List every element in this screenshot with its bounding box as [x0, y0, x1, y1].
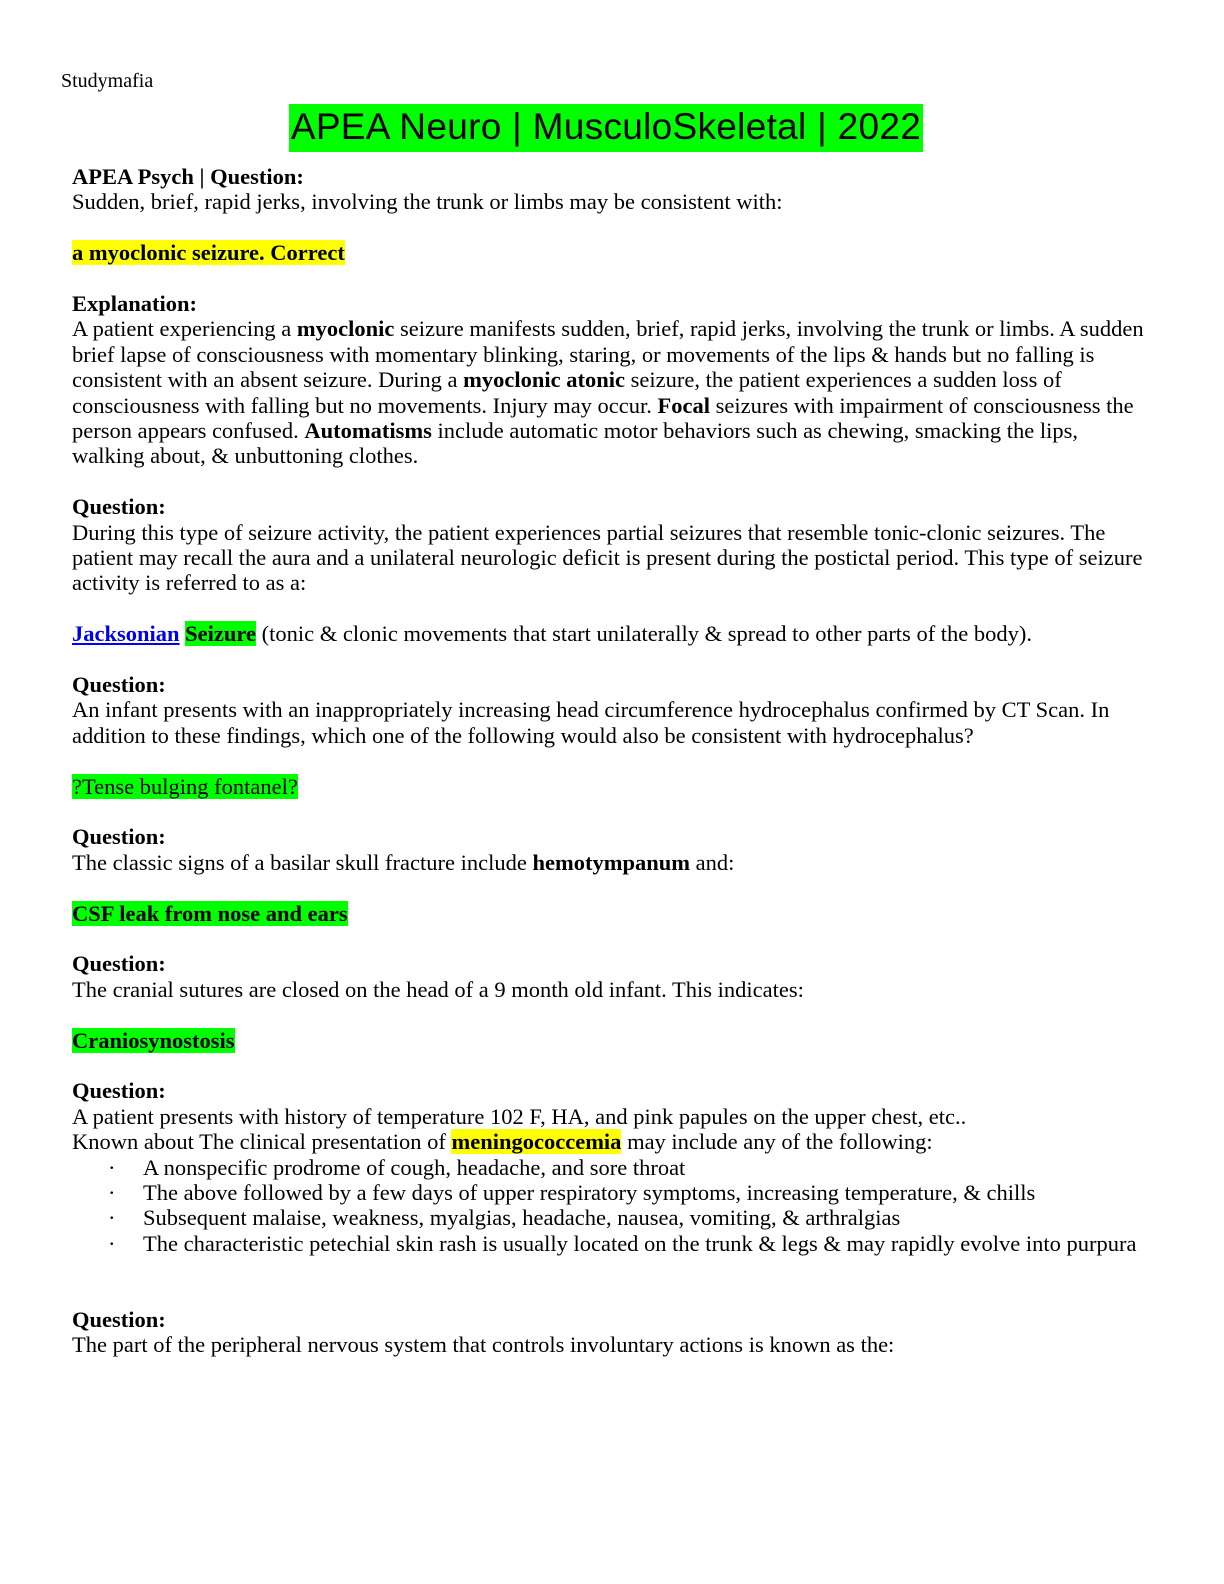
bold-text: Question: [72, 672, 166, 698]
document-title: APEA Neuro | MusculoSkeletal | 2022 [288, 104, 924, 152]
content-block: Question:An infant presents with an inap… [72, 672, 1150, 748]
paragraph: CSF leak from nose and ears [72, 900, 1150, 926]
text-run: Sudden, brief, rapid jerks, involving th… [72, 189, 783, 215]
list-item: The characteristic petechial skin rash i… [72, 1231, 1150, 1257]
highlighted-answer: Craniosynostosis [72, 1027, 235, 1053]
text-run: A patient presents with history of tempe… [72, 1103, 967, 1129]
title-container: APEA Neuro | MusculoSkeletal | 2022 [0, 104, 1212, 152]
list-item: A nonspecific prodrome of cough, headach… [72, 1155, 1150, 1181]
paragraph: Sudden, brief, rapid jerks, involving th… [72, 189, 1150, 214]
highlighted-answer: meningococcemia [451, 1129, 622, 1155]
bold-text: myoclonic [296, 316, 395, 342]
paragraph: Question: [72, 672, 1150, 697]
paragraph: A patient experiencing a myoclonic seizu… [72, 316, 1150, 468]
text-run: (tonic & clonic movements that start uni… [256, 621, 1033, 647]
bold-text: Automatisms [304, 418, 432, 444]
bold-text: myoclonic atonic [463, 367, 626, 393]
bold-text: hemotympanum [532, 849, 690, 875]
paragraph: APEA Psych | Question: [72, 164, 1150, 189]
content-block: Question:The part of the peripheral nerv… [72, 1307, 1150, 1358]
content-block: Question:The classic signs of a basilar … [72, 824, 1150, 875]
paragraph: Question: [72, 494, 1150, 519]
highlighted-answer: CSF leak from nose and ears [72, 900, 348, 926]
text-run: An infant presents with an inappropriate… [72, 697, 1110, 748]
document-body: APEA Psych | Question:Sudden, brief, rap… [72, 164, 1150, 1383]
bullet-list: A nonspecific prodrome of cough, headach… [72, 1155, 1150, 1257]
paragraph: A patient presents with history of tempe… [72, 1104, 1150, 1129]
content-block: a myoclonic seizure. Correct [72, 240, 1150, 266]
paragraph: ?Tense bulging fontanel? [72, 773, 1150, 799]
bold-text: Explanation: [72, 291, 198, 316]
text-run: Known about The clinical presentation of [72, 1129, 452, 1155]
hyperlink[interactable]: Jacksonian [72, 621, 180, 647]
paragraph: Question: [72, 824, 1150, 849]
paragraph: The cranial sutures are closed on the he… [72, 977, 1150, 1002]
content-block: CSF leak from nose and ears [72, 900, 1150, 926]
text-run: The classic signs of a basilar skull fra… [72, 849, 533, 875]
text-run: The part of the peripheral nervous syste… [72, 1332, 895, 1358]
bold-text: Focal [657, 392, 711, 418]
paragraph: Question: [72, 1078, 1150, 1103]
paragraph: Jacksonian Seizure (tonic & clonic movem… [72, 621, 1150, 647]
bold-text: Question: [72, 494, 166, 520]
bold-text: Question: [72, 824, 166, 850]
text-run: The cranial sutures are closed on the he… [72, 976, 804, 1002]
text-run: seizures with impairment of consciousnes… [72, 392, 1134, 444]
paragraph: During this type of seizure activity, th… [72, 520, 1150, 596]
bold-text: Question: [72, 951, 166, 977]
content-block: APEA Psych | Question:Sudden, brief, rap… [72, 164, 1150, 215]
content-block: Question:A patient presents with history… [72, 1078, 1150, 1281]
text-run: may include any of the following: [621, 1129, 933, 1155]
list-item: Subsequent malaise, weakness, myalgias, … [72, 1205, 1150, 1231]
content-block: Craniosynostosis [72, 1027, 1150, 1053]
text-run: seizure, the patient experiences a sudde… [72, 367, 1062, 418]
paragraph: Question: [72, 1307, 1150, 1332]
paragraph: The part of the peripheral nervous syste… [72, 1332, 1150, 1357]
list-item: The above followed by a few days of uppe… [72, 1180, 1150, 1206]
paragraph: Craniosynostosis [72, 1027, 1150, 1053]
spacer [72, 1256, 1150, 1281]
bold-text: Question: [72, 1078, 166, 1104]
content-block: Question:During this type of seizure act… [72, 494, 1150, 596]
bold-text: APEA Psych | Question: [72, 164, 304, 189]
text-run: seizure manifests sudden, brief, rapid j… [72, 316, 1144, 393]
text-run: A patient experiencing a [72, 316, 297, 342]
paragraph: The classic signs of a basilar skull fra… [72, 850, 1150, 875]
bold-text: Question: [72, 1307, 166, 1333]
text-run: During this type of seizure activity, th… [72, 519, 1143, 596]
paragraph: Explanation: [72, 291, 1150, 316]
content-block: ?Tense bulging fontanel? [72, 773, 1150, 799]
highlighted-answer: Seizure [185, 621, 256, 647]
document-header: Studymafia [61, 70, 154, 92]
content-block: Explanation:A patient experiencing a myo… [72, 291, 1150, 469]
highlighted-answer: a myoclonic seizure. Correct [72, 240, 345, 266]
text-run: and: [690, 849, 735, 875]
text-run: include automatic motor behaviors such a… [72, 418, 1079, 469]
paragraph: a myoclonic seizure. Correct [72, 240, 1150, 266]
highlighted-answer: ?Tense bulging fontanel? [72, 773, 298, 799]
content-block: Question:The cranial sutures are closed … [72, 951, 1150, 1002]
paragraph: An infant presents with an inappropriate… [72, 697, 1150, 748]
paragraph: Known about The clinical presentation of… [72, 1129, 1150, 1155]
paragraph: Question: [72, 951, 1150, 976]
content-block: Jacksonian Seizure (tonic & clonic movem… [72, 621, 1150, 647]
